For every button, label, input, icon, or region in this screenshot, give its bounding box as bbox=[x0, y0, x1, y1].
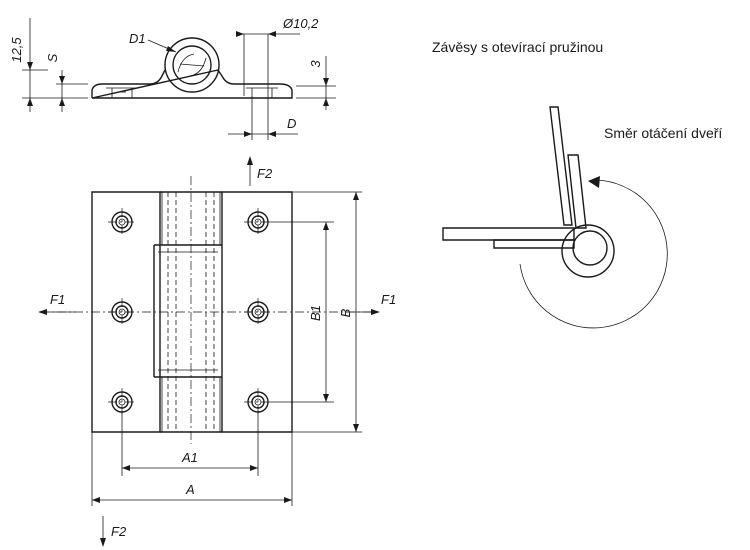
screw-holes bbox=[108, 208, 272, 416]
front-dimensions bbox=[38, 156, 380, 547]
force-f1-left-label: F1 bbox=[50, 292, 65, 307]
dim-a1-label: A1 bbox=[181, 450, 198, 465]
screw-hole-icon bbox=[108, 298, 136, 326]
dim-height-label: 12,5 bbox=[9, 37, 24, 63]
screw-hole-icon bbox=[244, 208, 272, 236]
dim-d-label: D bbox=[287, 116, 296, 131]
side-view bbox=[22, 18, 336, 140]
dim-d1-label: D1 bbox=[129, 31, 146, 46]
screw-hole-icon bbox=[108, 388, 136, 416]
force-f1-right-label: F1 bbox=[381, 292, 396, 307]
dim-three-label: 3 bbox=[308, 60, 323, 68]
screw-hole-icon bbox=[244, 388, 272, 416]
dim-b-label: B bbox=[338, 308, 353, 317]
dim-b1-label: B1 bbox=[308, 305, 323, 321]
dim-s-label: S bbox=[45, 53, 60, 62]
screw-hole-icon bbox=[108, 208, 136, 236]
dim-diameter-label: Ø10,2 bbox=[282, 16, 319, 31]
front-view bbox=[40, 176, 380, 444]
force-f2-bottom-label: F2 bbox=[111, 524, 127, 539]
knuckle-outer bbox=[164, 37, 220, 93]
caption: Závěsy s otevírací pružinou bbox=[432, 39, 603, 55]
knuckle-inner bbox=[172, 45, 212, 85]
rotation-direction-label: Směr otáčení dveří bbox=[604, 125, 722, 141]
dim-a-label: A bbox=[185, 482, 195, 497]
knuckle-outer-ring bbox=[561, 224, 615, 278]
knuckle-inner-ring bbox=[572, 230, 608, 266]
opening-diagram bbox=[442, 106, 668, 329]
screw-hole-icon bbox=[244, 298, 272, 326]
force-f2-top-label: F2 bbox=[257, 166, 273, 181]
